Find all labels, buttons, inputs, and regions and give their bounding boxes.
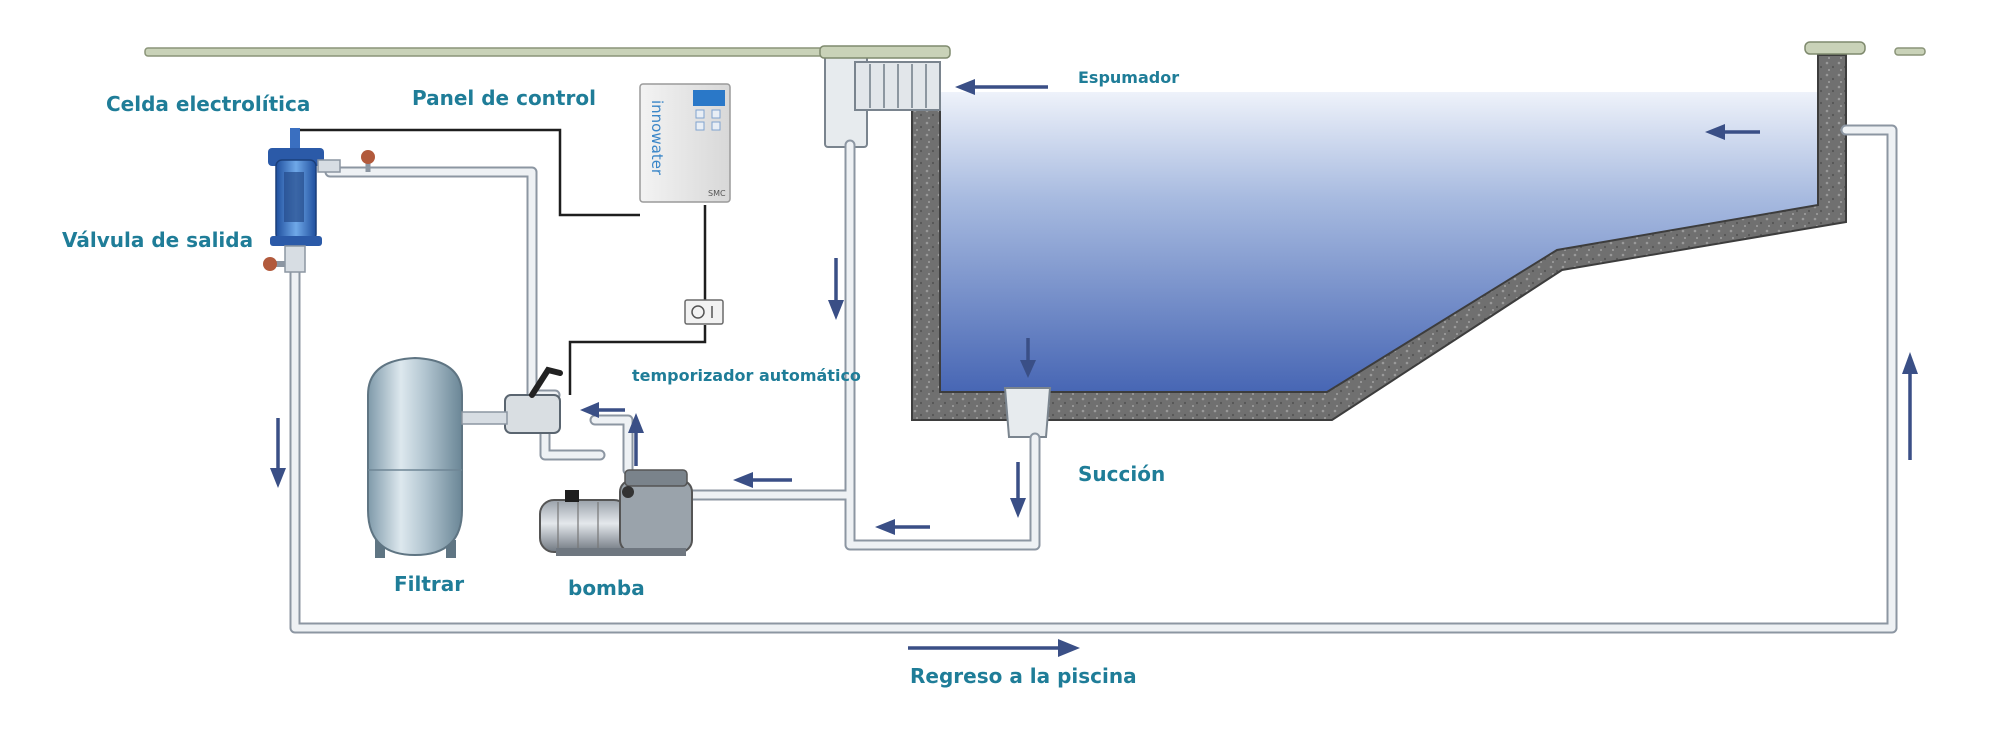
arrow-return-up bbox=[1902, 352, 1918, 460]
flow-arrows bbox=[270, 79, 1918, 657]
skimmer bbox=[819, 45, 951, 148]
control-panel-brand: innowater bbox=[648, 100, 666, 176]
label-suction: Succión bbox=[1078, 462, 1166, 486]
arrow-skimmer-in bbox=[955, 79, 1048, 95]
filter-tank bbox=[367, 356, 563, 558]
label-pump: bomba bbox=[568, 576, 645, 600]
electrolytic-cell bbox=[268, 128, 341, 273]
label-filter: Filtrar bbox=[394, 572, 465, 596]
label-skimmer: Espumador bbox=[1078, 68, 1180, 87]
label-outlet-valve: Válvula de salida bbox=[62, 228, 254, 252]
label-control-panel: Panel de control bbox=[412, 86, 596, 110]
arrow-drain-down bbox=[1020, 338, 1036, 378]
pool-coping-right bbox=[1804, 41, 1866, 55]
electrical-wires bbox=[295, 128, 707, 395]
label-timer: temporizador automático bbox=[632, 366, 861, 385]
control-panel-model: SMC bbox=[708, 189, 726, 198]
arrow-to-pump-2 bbox=[733, 472, 792, 488]
pump bbox=[539, 469, 693, 556]
outlet-valve bbox=[263, 150, 375, 271]
arrow-skimmer-down bbox=[828, 258, 844, 320]
pool-wall bbox=[911, 54, 1847, 421]
arrow-return-down bbox=[270, 418, 286, 488]
timer-dial-icon bbox=[691, 305, 705, 319]
ground-line bbox=[144, 47, 1926, 57]
arrow-pump-up bbox=[628, 413, 644, 466]
label-electrolytic-cell: Celda electrolítica bbox=[106, 92, 311, 116]
arrow-pool-return-in bbox=[1705, 124, 1760, 140]
arrow-suction-down bbox=[1010, 462, 1026, 518]
arrow-return-right bbox=[908, 639, 1080, 657]
label-return: Regreso a la piscina bbox=[910, 664, 1137, 688]
timer-box bbox=[684, 299, 724, 325]
main-drain bbox=[1003, 387, 1052, 438]
arrow-to-pump-1 bbox=[875, 519, 930, 535]
control-panel: innowater SMC bbox=[639, 83, 731, 203]
arrow-to-filter bbox=[580, 402, 625, 418]
pool-water bbox=[940, 92, 1818, 392]
